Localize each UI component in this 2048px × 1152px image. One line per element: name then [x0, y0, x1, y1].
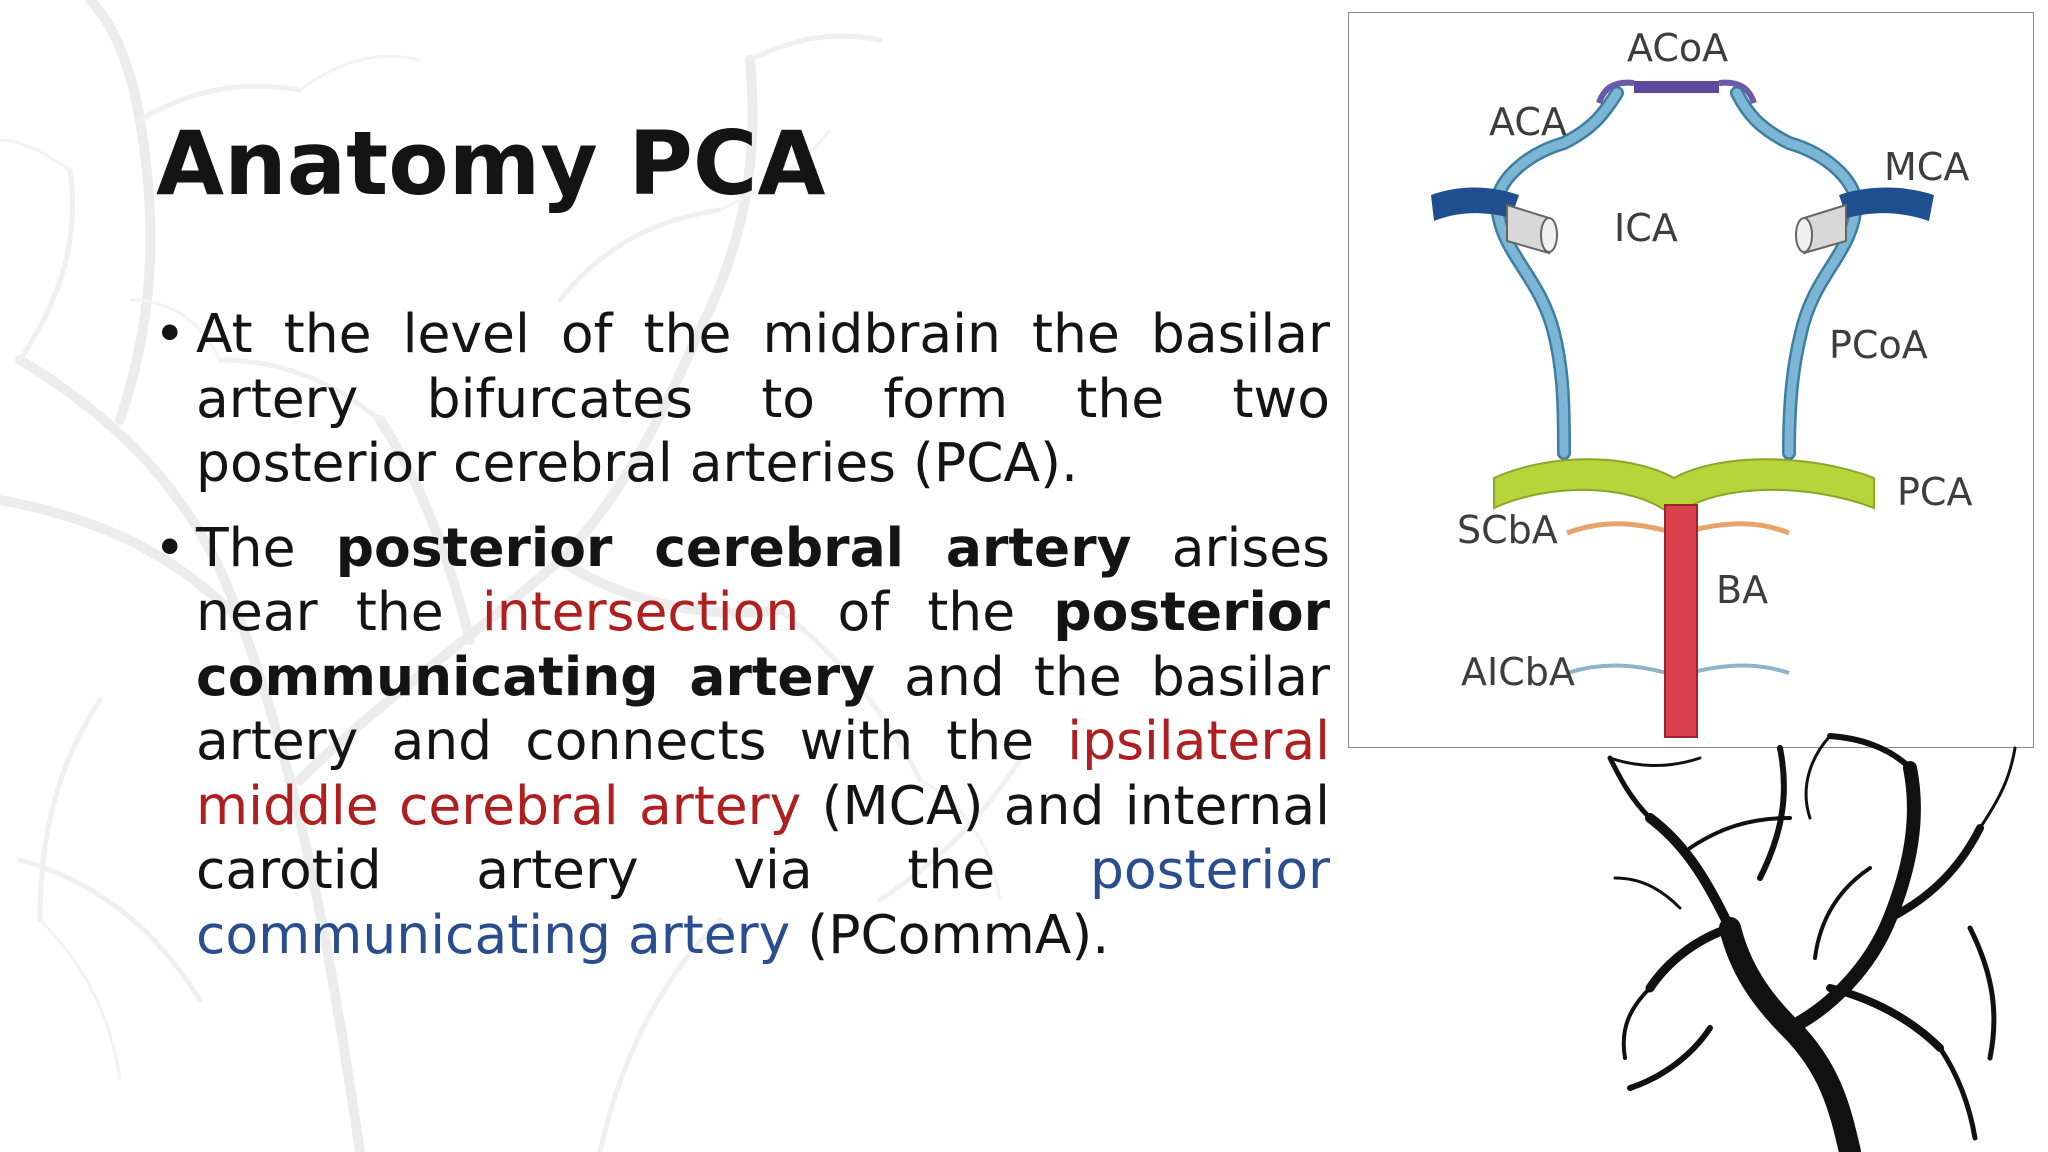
text-run: The [196, 515, 336, 579]
text-run: (PCommA). [790, 902, 1110, 966]
head-vessel-tree-illustration [1607, 733, 2017, 1152]
vessel-right-ica-stump-end [1795, 217, 1813, 253]
label-aicba: AICbA [1461, 650, 1575, 694]
vessel-left-ica-stump-end [1540, 217, 1558, 253]
bullet-item: • At the level of the midbrain the basil… [150, 302, 1330, 496]
vessel-pca [1493, 458, 1875, 514]
slide-title: Anatomy PCA [156, 112, 826, 215]
vessel-left-scba [1566, 521, 1668, 536]
vessel-right-scba [1688, 521, 1790, 536]
vessel-left-aca-cap [1596, 79, 1635, 105]
text-run: of the [799, 580, 1054, 643]
highlight-red-text: ipsilateral middle cerebral artery [196, 709, 1330, 837]
vessel-acoa [1634, 81, 1719, 93]
label-scba: SCbA [1457, 508, 1558, 552]
highlight-red-text: intersection [481, 580, 800, 643]
label-mca: MCA [1884, 145, 1969, 189]
bullet-list: • At the level of the midbrain the basil… [150, 302, 1330, 987]
label-acoa: ACoA [1627, 26, 1728, 70]
vessel-left-ica-fill [1492, 88, 1622, 458]
label-pcoa: PCoA [1829, 323, 1928, 367]
bullet-item: • The posterior cerebral artery arises n… [150, 516, 1330, 968]
vessel-right-aca-cap [1718, 79, 1757, 105]
vessel-right-ica-fill [1732, 88, 1861, 458]
label-ba: BA [1716, 568, 1768, 612]
vessel-left-aicba [1566, 663, 1668, 675]
circle-of-willis-diagram: ACoA ACA MCA ICA PCoA PCA SCbA BA AICbA [1348, 12, 2034, 748]
bullet-text: At the level of the midbrain the basilar… [196, 302, 1330, 494]
label-ica: ICA [1614, 206, 1678, 250]
emphasis-text: posterior cerebral artery [335, 515, 1132, 579]
label-pca: PCA [1897, 470, 1972, 514]
vessel-basilar [1664, 504, 1698, 738]
vessel-right-aicba [1688, 663, 1790, 675]
emphasis-text: posterior communicating artery [196, 580, 1330, 708]
bullet-marker: • [154, 515, 186, 579]
bullet-marker: • [154, 302, 186, 365]
label-aca: ACA [1489, 100, 1567, 144]
text-run: (MCA) and internal carotid artery via th… [196, 773, 1330, 902]
text-run: and the basilar artery and connects with… [196, 644, 1330, 773]
vessel-right-mca [1839, 187, 1934, 221]
text-run: arises near the [196, 515, 1331, 644]
vessel-left-mca [1431, 187, 1519, 221]
highlight-blue-text: posterior communicating artery [196, 838, 1330, 966]
